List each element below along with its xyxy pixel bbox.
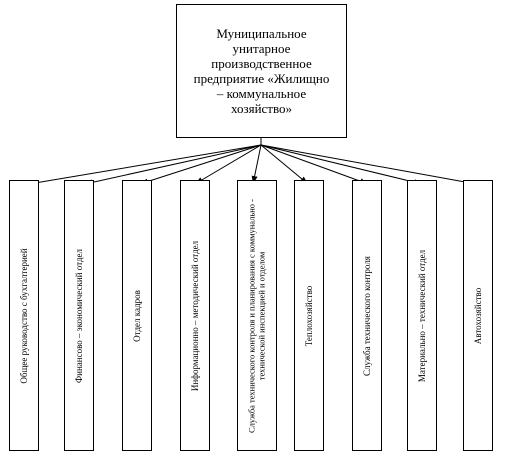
department-label-information-methodology: Информационно – методический отдел <box>190 240 200 391</box>
connector-line-8 <box>260 144 423 186</box>
department-box-technical-control-planning: Служба технического контроля и планирова… <box>237 180 277 451</box>
connector-line-2 <box>84 144 262 186</box>
department-box-technical-control-service: Служба технического контроля <box>352 180 382 451</box>
root-organization-box: Муниципальное унитарное производственное… <box>176 4 347 138</box>
department-box-motor-transport: Автохозяйство <box>463 180 493 451</box>
connector-line-3 <box>139 144 262 185</box>
department-box-information-methodology: Информационно – методический отдел <box>180 180 210 451</box>
connector-line-6 <box>260 144 309 185</box>
department-label-material-technical: Материально – технический отдел <box>417 249 427 382</box>
department-label-motor-transport: Автохозяйство <box>473 287 483 344</box>
department-label-hr: Отдел кадров <box>132 289 142 342</box>
connector-line-7 <box>260 144 369 185</box>
department-label-technical-control-service: Служба технического контроля <box>362 255 372 376</box>
connector-line-5 <box>251 144 262 185</box>
department-box-heat-supply: Теплохозяйство <box>294 180 324 451</box>
connector-line-4 <box>194 144 262 185</box>
connector-line-9 <box>260 144 477 186</box>
department-box-hr: Отдел кадров <box>122 180 152 451</box>
department-label-technical-control-planning: Служба технического контроля и планирова… <box>246 198 267 433</box>
department-label-heat-supply: Теплохозяйство <box>304 285 314 346</box>
department-box-material-technical: Материально – технический отдел <box>407 180 437 451</box>
department-label-finance-economics: Финансово – экономический отдел <box>74 248 84 383</box>
department-label-general-management: Общее руководство с бухгалтерией <box>19 247 29 384</box>
department-box-general-management: Общее руководство с бухгалтерией <box>9 180 39 451</box>
connector-line-1 <box>28 144 262 186</box>
department-box-finance-economics: Финансово – экономический отдел <box>64 180 94 451</box>
